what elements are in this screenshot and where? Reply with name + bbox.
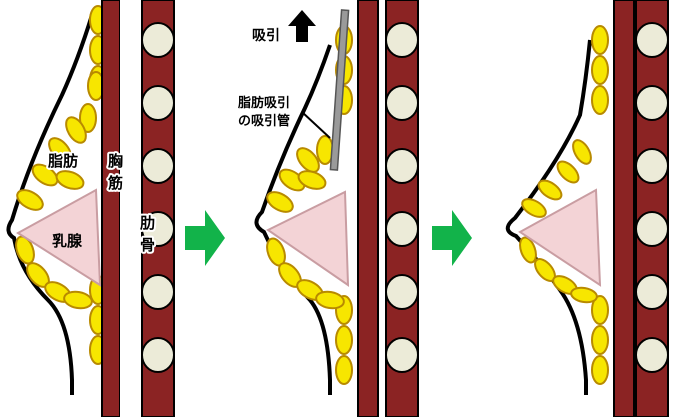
pectoral-muscle <box>357 0 379 417</box>
rib-column <box>385 0 419 417</box>
skin-outline <box>505 39 592 395</box>
label-leader-line <box>301 111 331 139</box>
rib-column <box>635 0 669 417</box>
suction-tube <box>329 9 350 171</box>
rib-column <box>141 0 175 417</box>
up-arrow-icon <box>288 10 316 42</box>
label-pectoral-2: 筋 <box>107 174 123 192</box>
label-rib-1: 肋 <box>140 214 155 232</box>
label-suction: 吸引 <box>252 28 280 44</box>
label-pectoral-1: 胸 <box>108 152 123 170</box>
skin-outline <box>6 14 94 395</box>
pectoral-muscle <box>101 0 121 417</box>
label-suction-tube-2: の吸引管 <box>238 113 290 129</box>
mammary-gland <box>266 190 350 287</box>
pectoral-muscle <box>613 0 635 417</box>
label-suction-tube-1: 脂肪吸引 <box>237 95 290 111</box>
label-fat: 脂肪 <box>48 152 78 170</box>
fat-layer <box>15 5 107 365</box>
panel-after <box>505 0 669 417</box>
fat-layer <box>519 25 609 385</box>
mammary-gland <box>16 188 102 287</box>
panel-during: 吸引 脂肪吸引 の吸引管 <box>237 0 419 417</box>
right-arrow-icon <box>185 210 225 266</box>
label-mammary-gland: 乳腺 <box>52 232 83 250</box>
label-rib-2: 骨 <box>140 236 155 254</box>
mammary-gland <box>518 188 602 287</box>
right-arrow-icon <box>432 210 472 266</box>
panel-before: 脂肪 胸 筋 乳腺 肋 骨 <box>6 0 175 417</box>
fat-layer <box>266 25 353 385</box>
skin-outline <box>254 44 332 395</box>
